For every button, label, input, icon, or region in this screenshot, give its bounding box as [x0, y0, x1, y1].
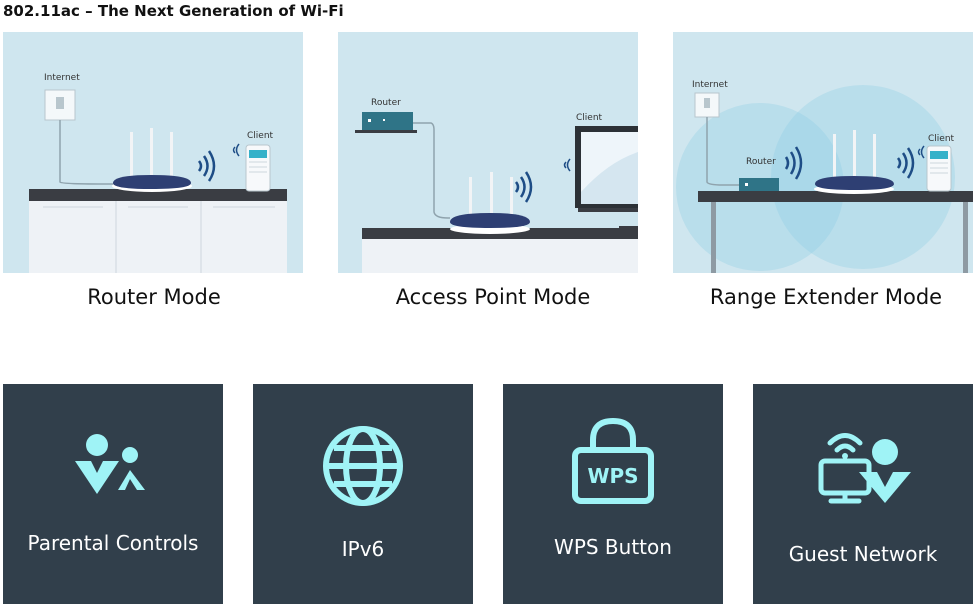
page-title: 802.11ac – The Next Generation of Wi-Fi [3, 2, 344, 20]
router-device [112, 128, 192, 192]
internet-label: Internet [44, 73, 80, 83]
client-monitor [575, 126, 638, 212]
globe-icon [323, 426, 403, 506]
client-label: Client [928, 134, 955, 144]
feature-tile-ipv6: IPv6 [253, 384, 473, 604]
router-mode-caption: Router Mode [87, 285, 221, 309]
client-label: Client [576, 113, 603, 123]
access-point-mode-illustration: Router Client [338, 32, 638, 273]
guest-network-icon [818, 433, 911, 504]
router-mode-illustration: Internet Client [3, 32, 303, 273]
wps-icon-text: WPS [587, 464, 638, 488]
router-device [450, 172, 530, 234]
feature-label-wps: WPS Button [554, 535, 672, 559]
feature-label-parental-controls: Parental Controls [27, 531, 199, 555]
feature-label-ipv6: IPv6 [341, 537, 385, 561]
range-extender-mode-caption: Range Extender Mode [709, 285, 943, 309]
router-label: Router [746, 157, 776, 167]
feature-tile-parental-controls: Parental Controls [3, 384, 223, 604]
range-extender-mode-illustration: Internet Router [673, 32, 973, 273]
feature-tile-guest-network: Guest Network [753, 384, 973, 604]
parental-controls-icon [75, 434, 145, 494]
feature-label-guest-network: Guest Network [788, 542, 938, 566]
feature-tile-wps: WPS WPS Button [503, 384, 723, 604]
internet-label: Internet [692, 80, 728, 90]
client-label: Client [247, 131, 274, 141]
wps-lock-icon: WPS [572, 417, 654, 504]
router-device [814, 130, 894, 194]
router-label: Router [371, 98, 401, 108]
client-phone [926, 145, 952, 192]
access-point-mode-caption: Access Point Mode [395, 285, 591, 309]
client-phone [245, 144, 271, 192]
